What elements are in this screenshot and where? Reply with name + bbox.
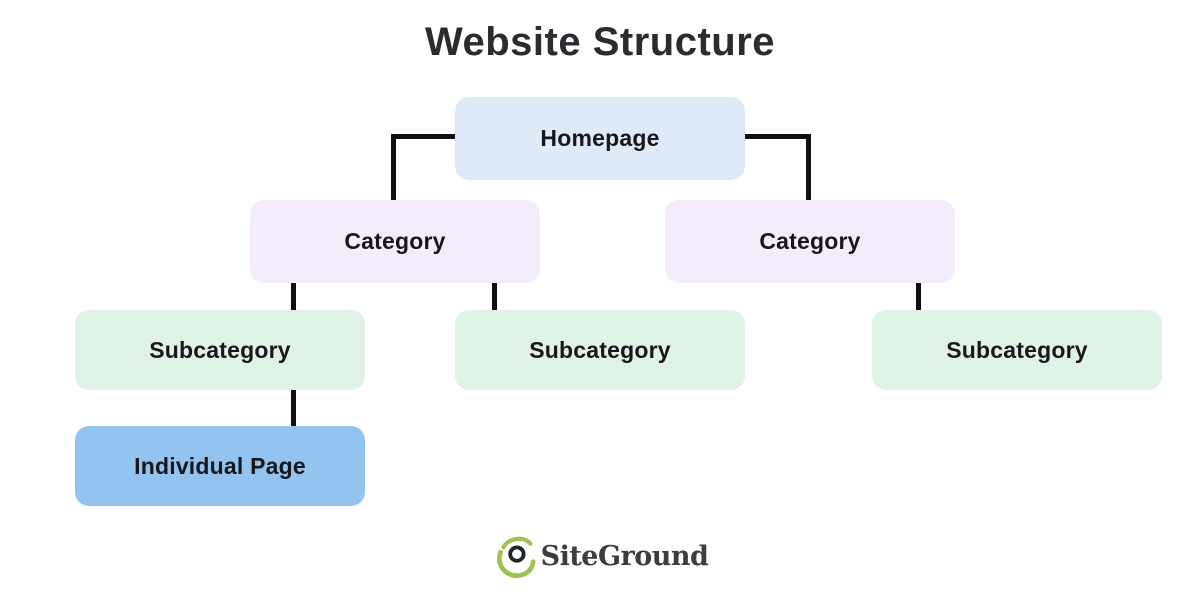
connector-homepage-category-right-vertical — [806, 134, 811, 200]
connector-subcategory-1-individual-page — [291, 390, 296, 426]
node-category-right: Category — [665, 200, 955, 283]
node-homepage-label: Homepage — [540, 125, 660, 151]
node-category-left-label: Category — [344, 228, 446, 254]
brand-footer: SiteGround — [0, 530, 1200, 582]
connector-category-left-subcategory-2 — [492, 283, 497, 310]
node-category-right-label: Category — [759, 228, 861, 254]
connector-homepage-category-left-horizontal — [391, 134, 457, 139]
node-individual-page: Individual Page — [75, 426, 365, 506]
node-subcategory-3-label: Subcategory — [946, 336, 1088, 363]
connector-homepage-category-right-horizontal — [745, 134, 811, 139]
connector-category-left-subcategory-1 — [291, 283, 296, 310]
brand-name: SiteGround — [540, 540, 709, 572]
node-subcategory-1: Subcategory — [75, 310, 365, 390]
node-category-left: Category — [250, 200, 540, 283]
page-title: Website Structure — [424, 20, 776, 64]
siteground-swirl-icon — [496, 536, 536, 579]
node-subcategory-3: Subcategory — [872, 310, 1162, 390]
node-individual-page-label: Individual Page — [134, 452, 306, 479]
node-subcategory-1-label: Subcategory — [149, 336, 291, 363]
node-subcategory-2-label: Subcategory — [529, 336, 671, 363]
connector-homepage-category-left-vertical — [391, 134, 396, 200]
connector-category-right-subcategory-3 — [916, 283, 921, 310]
node-subcategory-2: Subcategory — [455, 310, 745, 390]
node-homepage: Homepage — [455, 97, 745, 180]
